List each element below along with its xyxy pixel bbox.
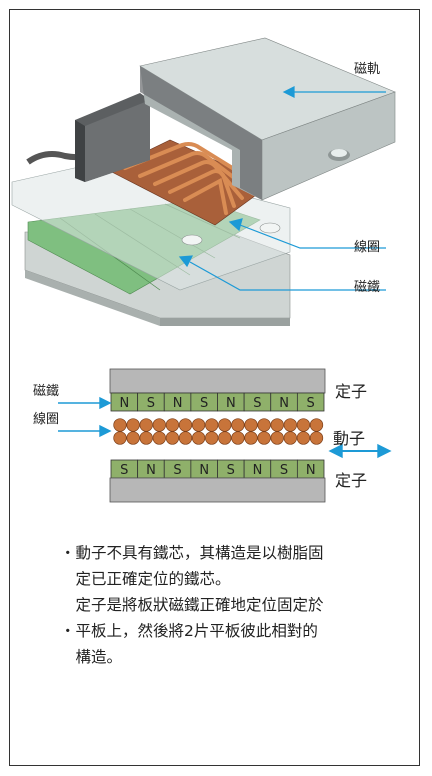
description-line: ・平板上，然後將2片平板彼此相對的	[60, 622, 318, 640]
coil-winding	[283, 431, 297, 445]
bottom-magnet-pole: N	[306, 463, 316, 478]
top-magnet-pole: N	[279, 396, 289, 411]
coil-winding	[139, 431, 153, 445]
cross-section-diagram: N S N S N S N S S N S N S N S N	[58, 368, 392, 503]
coil-winding	[178, 431, 193, 445]
label-coil: 線圈	[354, 240, 381, 255]
coil-winding	[152, 418, 166, 432]
top-magnet	[296, 392, 325, 412]
top-magnet-pole: S	[253, 396, 261, 411]
coil-winding	[113, 418, 127, 432]
description-line: 構造。	[60, 648, 123, 666]
label-magnet-small: 磁鐵	[33, 384, 60, 399]
label-mover: 動子	[333, 429, 366, 448]
bottom-magnet-pole: N	[199, 463, 209, 478]
coil-winding	[296, 418, 311, 432]
coil-winding	[165, 418, 180, 432]
top-magnet-pole: N	[119, 396, 129, 411]
bottom-magnet-pole: S	[173, 463, 181, 478]
coil-winding	[270, 431, 284, 445]
linear-motor-illustration	[11, 37, 396, 326]
coil-winding	[257, 418, 271, 432]
coil-winding	[178, 418, 193, 432]
top-magnet-pole: S	[147, 396, 155, 411]
bottom-magnet-pole: N	[146, 463, 156, 478]
coil-winding	[244, 418, 258, 432]
coil-winding	[218, 431, 232, 445]
label-coil-small: 線圈	[33, 412, 60, 427]
top-magnet-pole: S	[307, 396, 315, 411]
coil-winding	[309, 418, 324, 432]
coil-winding	[205, 431, 219, 445]
bottom-magnet-pole: N	[253, 463, 263, 478]
coil-winding	[152, 431, 166, 445]
bottom-magnet-pole: S	[280, 463, 288, 478]
coil-winding	[257, 431, 271, 445]
top-magnet-pole: S	[200, 396, 208, 411]
description-text: ・動子不具有鐵芯，其構造是以樹脂固 定已正確定位的鐵芯。 定子是將板狀磁鐵正確地…	[60, 540, 405, 670]
label-rail: 磁軌	[354, 62, 381, 77]
coil-winding	[309, 431, 324, 445]
bottom-magnet-pole: S	[120, 463, 128, 478]
label-stator-top: 定子	[335, 382, 368, 401]
bottom-magnet-pole: S	[227, 463, 235, 478]
coil-winding	[296, 431, 311, 445]
coil-winding	[244, 431, 258, 445]
label-stator-bottom: 定子	[335, 471, 368, 490]
description-line: ・動子不具有鐵芯，其構造是以樹脂固	[60, 544, 324, 562]
coil-winding	[218, 418, 232, 432]
coil-winding	[126, 418, 140, 432]
coil-winding	[270, 418, 284, 432]
coil-winding	[231, 418, 245, 432]
coil-winding	[205, 418, 219, 432]
coil-winding	[113, 431, 127, 445]
description-line: 定已正確定位的鐵芯。	[60, 570, 231, 588]
top-magnet-pole: N	[226, 396, 236, 411]
coil-winding	[231, 431, 245, 445]
coil-winding	[165, 431, 180, 445]
top-magnet-pole: N	[173, 396, 183, 411]
coil-winding	[191, 418, 206, 432]
description-line: 定子是將板狀磁鐵正確地定位固定於	[60, 596, 324, 614]
coil-winding	[126, 431, 140, 445]
label-magnet: 磁鐵	[354, 280, 381, 295]
coil-winding	[191, 431, 206, 445]
coil-winding	[283, 418, 297, 432]
coil-winding	[139, 418, 153, 432]
